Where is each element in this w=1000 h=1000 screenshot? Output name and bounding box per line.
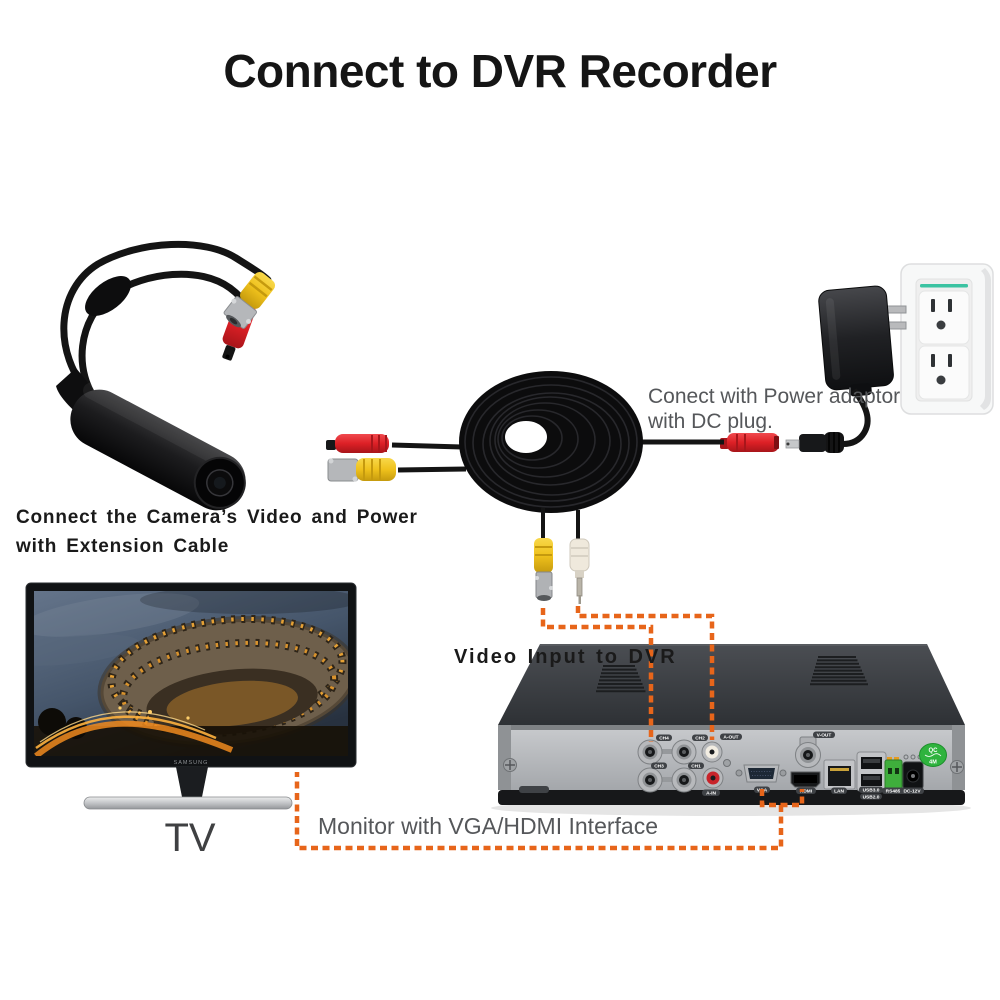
tv-monitor: SAMSUNG	[25, 582, 357, 810]
power-adaptor	[818, 285, 907, 447]
port-label-lan: LAN	[834, 789, 844, 795]
mini-camera-assembly	[56, 240, 276, 511]
camera-bnc-connector	[223, 272, 276, 329]
qc-badge-bottom: 4M	[929, 760, 937, 766]
qc-badge-top: QC	[929, 748, 939, 754]
dc-plug-tip	[785, 439, 800, 449]
bnc-ch2	[671, 739, 697, 765]
hdmi-port	[790, 771, 821, 788]
adaptor-prong	[885, 305, 907, 314]
port-label-v-out: V-OUT	[817, 733, 832, 739]
tv-screen	[34, 591, 348, 756]
cable-dc-plug-left	[326, 434, 389, 453]
port-label-ch2: CH2	[695, 736, 705, 742]
port-label-ch4: CH4	[659, 736, 669, 742]
rca-a-out	[701, 741, 723, 763]
rs485-terminal	[884, 757, 903, 790]
camera-cable-video	[60, 240, 272, 399]
dvr-bottom-strip	[498, 790, 965, 805]
cable-bnc-plug-left	[327, 458, 396, 482]
port-label-ch3: CH3	[654, 764, 664, 770]
outlet-accent-line	[920, 284, 968, 288]
lan-port	[823, 759, 856, 790]
dvr-bnc-ports	[637, 739, 697, 793]
bnc-ch3	[637, 767, 663, 793]
dvr-vents-left	[596, 665, 646, 693]
dvr-screw-left	[503, 758, 517, 772]
vga-port	[735, 764, 787, 783]
usb-ports	[856, 751, 887, 792]
qc-badge: QC 4M	[919, 743, 947, 767]
rca-a-in	[702, 767, 724, 789]
dvr-vents-right	[810, 656, 868, 686]
port-label-ch1: CH1	[691, 764, 701, 770]
panel-screw-small	[723, 759, 731, 767]
hanging-rca-audio	[569, 538, 590, 604]
dc-female-red	[727, 433, 779, 452]
hanging-bnc-video	[534, 538, 553, 601]
light-trail	[34, 720, 234, 756]
port-label-usb3: USB3.0	[863, 788, 880, 794]
port-label-a-out: A-OUT	[723, 735, 738, 741]
bnc-ch4	[637, 739, 663, 765]
monitor-caption: Monitor with VGA/HDMI Interface	[318, 813, 658, 839]
bnc-v-out	[795, 736, 821, 768]
dvr-serial-label	[519, 786, 549, 793]
adaptor-cable	[842, 388, 871, 447]
dashed-monitor-path	[294, 772, 805, 851]
camera-caption-line2: with Extension Cable	[16, 536, 230, 557]
port-label-hdmi: HDMI	[800, 789, 813, 795]
dashed-audio-path	[575, 606, 715, 740]
tv-stand-base	[83, 796, 293, 810]
dvr-screw-right	[950, 760, 964, 774]
tv-stand-neck	[176, 767, 208, 797]
camera-caption-line1: Connect the Camera’s Video and Power	[16, 507, 418, 528]
tv-label: TV	[164, 816, 216, 860]
dvr-port-labels: CH4 CH2 A-OUT CH3 CH1 A-IN VGA HDMI V-OU…	[651, 731, 924, 800]
adaptor-caption-line2: with DC plug.	[648, 410, 773, 433]
camera-body	[70, 382, 253, 511]
extension-cable-coil	[326, 371, 724, 604]
cable-splitter	[85, 276, 131, 316]
outlet-edge-shade	[980, 268, 991, 410]
outlet-socket-bottom	[918, 345, 970, 400]
port-label-rs485: RS485	[886, 789, 901, 795]
port-label-dc12v: DC-12V	[903, 789, 921, 795]
port-label-a-in: A-IN	[706, 791, 716, 797]
camera-cable-power	[78, 270, 251, 408]
dashed-video-path	[540, 608, 654, 742]
bnc-ch1	[671, 767, 697, 793]
wall-outlet	[900, 263, 994, 415]
port-label-usb2: USB2.0	[863, 794, 880, 800]
dc-male-plug	[799, 434, 826, 452]
dashed-connection-paths	[294, 606, 805, 851]
dc-plug-connection	[720, 432, 844, 453]
page-title: Connect to DVR Recorder	[223, 45, 777, 97]
adaptor-caption-line1: Conect with Power adaptor	[648, 385, 901, 408]
outlet-socket-top	[918, 290, 970, 345]
tv-brand-text: SAMSUNG	[174, 760, 209, 766]
dvr-recorder: QC 4M CH4 CH2 A-OUT CH3 CH1 A-IN VGA HDM…	[491, 644, 971, 816]
video-input-caption: Video Input to DVR	[454, 646, 677, 668]
